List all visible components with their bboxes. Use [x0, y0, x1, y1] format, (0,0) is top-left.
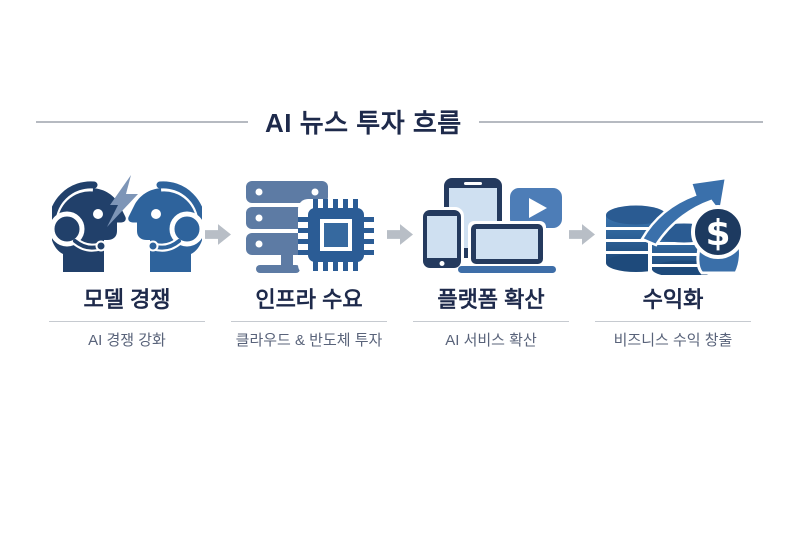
flow-arrow-icon	[569, 223, 595, 246]
server-chip-svg	[246, 181, 382, 275]
step-sublabel: 비즈니스 수익 창출	[613, 332, 733, 350]
lightning-bolt-icon	[107, 175, 138, 227]
dollar-coin-icon	[691, 205, 745, 259]
growth-arrow-icon	[640, 176, 728, 247]
step-label: 모델 경쟁	[83, 287, 171, 312]
step-divider	[413, 321, 569, 323]
step-label: 플랫폼 확산	[437, 287, 545, 312]
step-infra-demand: 인프라 수요 클라우드 & 반도체 투자	[231, 175, 387, 350]
svg-text:$: $	[705, 213, 730, 254]
step-model-competition: 모델 경쟁 AI 경쟁 강화	[49, 175, 205, 350]
coins-growth-svg: $	[606, 176, 745, 275]
devices-media-icon	[416, 175, 566, 275]
step-sublabel: 클라우드 & 반도체 투자	[235, 332, 383, 350]
title-band: AI 뉴스 투자 흐름	[36, 103, 763, 140]
title-rule-left	[36, 120, 248, 123]
step-divider	[231, 321, 387, 323]
title-rule-right	[478, 120, 763, 123]
step-label: 인프라 수요	[255, 287, 363, 312]
step-sublabel: AI 경쟁 강화	[88, 332, 166, 350]
flow-diagram: 모델 경쟁 AI 경쟁 강화	[0, 175, 800, 350]
page-title: AI 뉴스 투자 흐름	[265, 108, 462, 138]
competing-ai-heads-svg	[52, 175, 202, 272]
step-platform-expansion: 플랫폼 확산 AI 서비스 확산	[413, 175, 569, 350]
step-divider	[49, 321, 205, 323]
server-chip-icon	[234, 175, 384, 275]
flow-arrow-icon	[205, 223, 231, 246]
coins-growth-icon: $	[598, 175, 748, 275]
step-sublabel: AI 서비스 확산	[445, 332, 537, 350]
step-divider	[595, 321, 751, 323]
devices-media-svg	[420, 178, 562, 273]
step-monetization: $ 수익화 비즈니스 수익 창출	[595, 175, 751, 350]
competing-ai-heads-icon	[52, 175, 202, 275]
step-label: 수익화	[642, 287, 704, 312]
flow-arrow-icon	[387, 223, 413, 246]
